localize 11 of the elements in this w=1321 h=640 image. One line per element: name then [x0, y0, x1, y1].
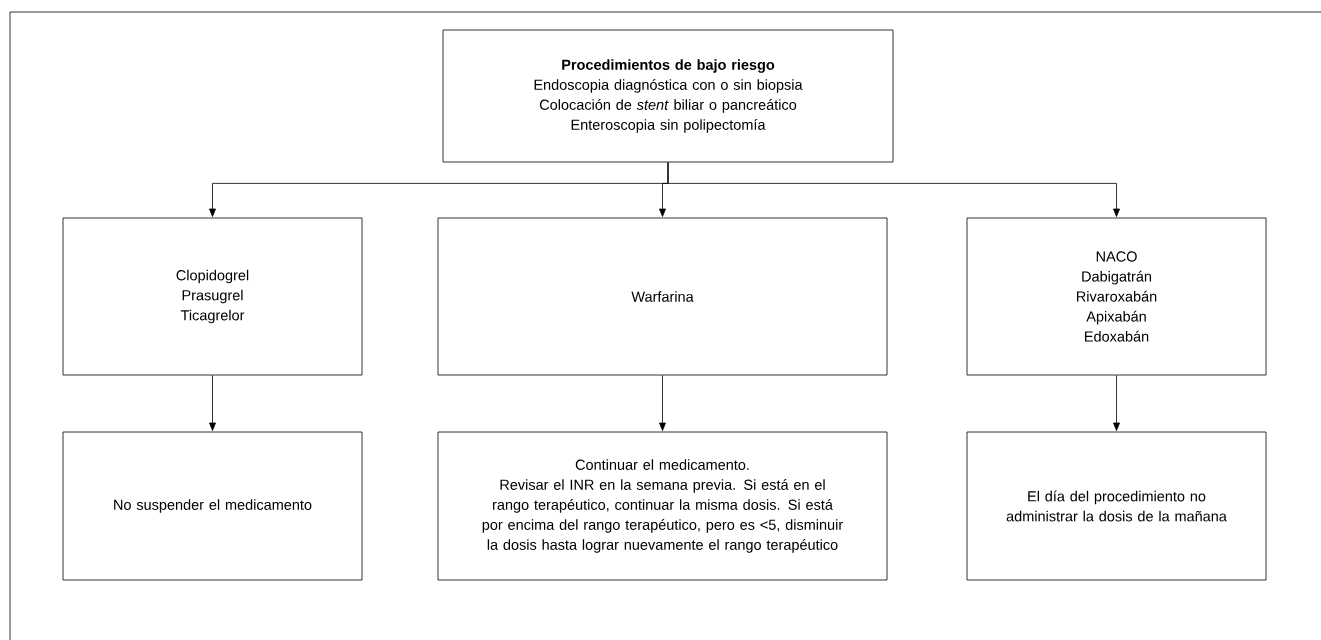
process-box: Warfarina — [437, 217, 888, 376]
process-box: NACO Dabigatrán Rivaroxabán Apixabán Edoxabán — [966, 217, 1267, 376]
process-box: Continuar el medicamento. Revisar el INR en la semana previa. Si está en el rango terapéutico, continuar la misma dosis. Si está por encima del rango terapéutico, pero es <5, disminuir la dosis hasta lograr nuevamente el rango terapéutico — [437, 431, 888, 581]
arrow — [1113, 375, 1120, 431]
process-box: Clopidogrel Prasugrel Ticagrelor — [62, 217, 363, 376]
procedure-box: Procedimientos de bajo riesgo Endoscopia diagnóstica con o sin biopsia Colocación de stent biliar o pancreático Enteroscopia sin polipectomía — [442, 29, 894, 163]
process-box: El día del procedimiento no administrar la dosis de la mañana — [966, 431, 1267, 581]
arrow — [209, 375, 216, 431]
process-box: No suspender el medicamento — [62, 431, 363, 581]
arrow — [659, 375, 666, 431]
arrow — [667, 162, 1120, 217]
